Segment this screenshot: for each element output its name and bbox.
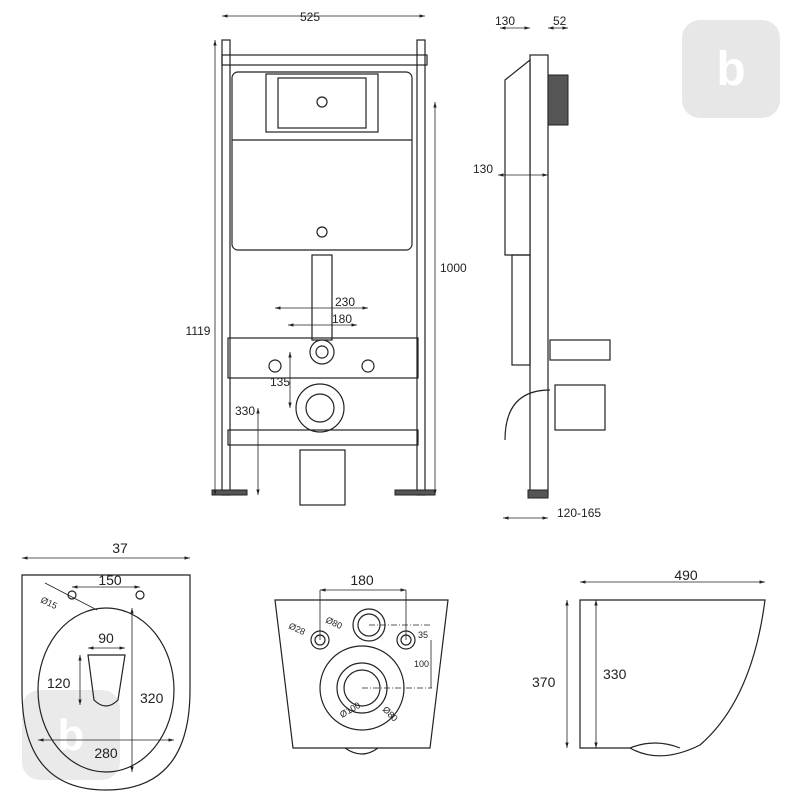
dim-bolt-diameter: Ø15 (39, 595, 59, 611)
dim-outlet-inner: 180 (332, 312, 352, 326)
watermark-logo: b (22, 690, 120, 780)
dim-drain-inner: Ø80 (381, 704, 400, 723)
dim-outlet-offset: 135 (270, 375, 290, 389)
dim-seat-depth: 120 (47, 675, 71, 691)
dim-drain-height: 330 (235, 404, 255, 418)
dim-height-total: 370 (532, 674, 556, 690)
dim-wall-range: 120-165 (557, 506, 601, 520)
dim-depth: 130 (495, 14, 515, 28)
dim-outlet-outer: 230 (335, 295, 355, 309)
dim-top-width: 37 (112, 540, 128, 556)
dim-width: 525 (300, 10, 320, 24)
back-view: 180 Ø28 Ø80 35 100 Ø80 Ø100 (274, 572, 449, 755)
dim-cistern-depth: 130 (473, 162, 493, 176)
dim-bowl-depth: 320 (140, 690, 164, 706)
dim-height-frame: 1000 (440, 261, 467, 275)
dim-flush-plate: 52 (553, 14, 567, 28)
dim-seat-width: 90 (98, 630, 114, 646)
watermark-logo: b (682, 20, 780, 118)
dim-height-rim: 330 (603, 666, 627, 682)
flush-plate (265, 73, 379, 133)
dim-back-bolt-diameter: Ø28 (287, 621, 307, 637)
side-view: 130 52 130 120-165 (473, 14, 611, 520)
svg-text:b: b (716, 43, 745, 96)
dim-inlet-diameter: Ø80 (324, 615, 344, 631)
profile-view: 490 370 330 (532, 567, 766, 757)
dim-height-total: 1119 (186, 324, 211, 338)
dim-bowl-width: 280 (94, 745, 118, 761)
dim-back-bolt-spacing: 180 (350, 572, 374, 588)
dim-length: 490 (674, 567, 698, 583)
dim-inlet-offset: 35 (418, 630, 428, 640)
dim-drain-offset: 100 (414, 659, 429, 669)
top-view: 37 150 Ø15 90 120 320 280 (21, 540, 191, 791)
front-view: 525 1119 1000 230 180 135 330 (186, 10, 467, 506)
dim-bolt-spacing: 150 (98, 572, 122, 588)
